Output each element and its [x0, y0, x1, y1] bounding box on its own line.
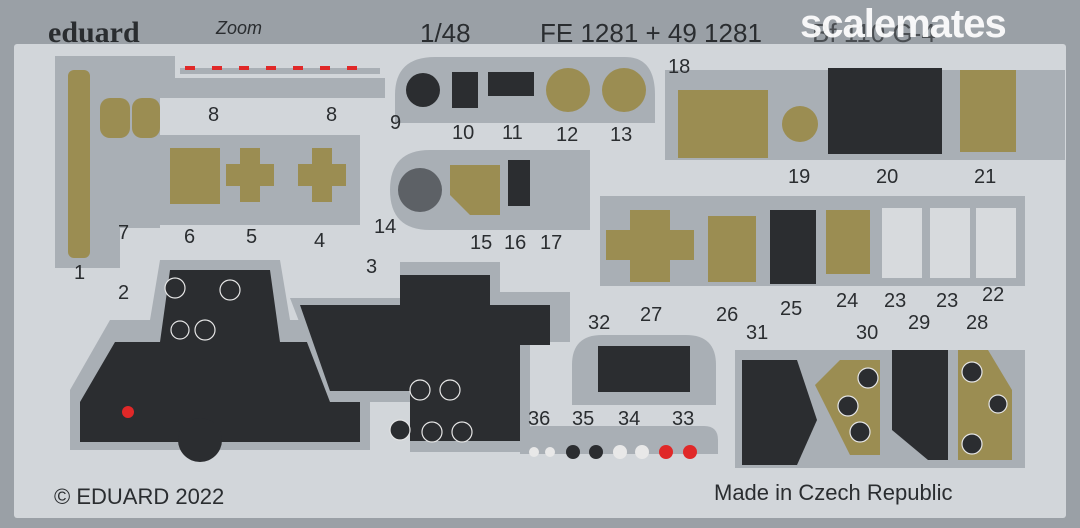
- part-11: [488, 72, 534, 96]
- part-18: [678, 90, 768, 158]
- part-21: [960, 70, 1016, 152]
- part-15: [450, 165, 500, 215]
- scale-label: 1/48: [420, 18, 471, 48]
- part-31: [742, 360, 817, 465]
- label-29: 29: [908, 312, 931, 334]
- part-10: [452, 72, 478, 108]
- watermark: scalemates: [800, 2, 1007, 46]
- label-11: 11: [502, 122, 523, 144]
- label-16: 16: [504, 232, 527, 254]
- part-7-lever: [100, 98, 130, 138]
- origin-text: Made in Czech Republic: [714, 480, 953, 505]
- part-24: [826, 210, 870, 274]
- title-fragment: Bf 110 G-4: [812, 18, 936, 48]
- part-9: [406, 73, 440, 107]
- zoom-logo: Zoom: [216, 18, 263, 38]
- part-4: [298, 148, 346, 202]
- part-22: [976, 208, 1016, 278]
- label-7: 7: [118, 222, 130, 244]
- label-3: 3: [366, 256, 378, 278]
- part-23b: [930, 208, 970, 278]
- part-12: [546, 68, 590, 112]
- label-6: 6: [184, 226, 196, 248]
- label-34: 34: [618, 408, 641, 430]
- label-25: 25: [780, 298, 803, 320]
- label-20: 20: [876, 166, 899, 188]
- label-19: 19: [788, 166, 811, 188]
- label-10: 10: [452, 122, 475, 144]
- label-14: 14: [374, 216, 397, 238]
- label-23a: 23: [884, 290, 907, 312]
- part-8-strip: [180, 66, 380, 74]
- label-1: 1: [74, 262, 86, 284]
- part-6: [170, 148, 220, 204]
- label-5: 5: [246, 226, 258, 248]
- label-21: 21: [974, 166, 997, 188]
- part-7-lever-b: [132, 98, 160, 138]
- part-36: [529, 447, 539, 457]
- part-1-rail: [68, 70, 90, 258]
- part-26: [708, 216, 756, 282]
- label-22: 22: [982, 284, 1005, 306]
- part-33: [659, 445, 673, 459]
- part-2: [80, 270, 360, 442]
- label-26: 26: [716, 304, 739, 326]
- part-3: [300, 275, 550, 441]
- part-5: [226, 148, 274, 202]
- label-30: 30: [856, 322, 879, 344]
- label-36: 36: [528, 408, 551, 430]
- label-2: 2: [118, 282, 130, 304]
- label-31: 31: [746, 322, 769, 344]
- part-29: [892, 350, 948, 460]
- label-9: 9: [390, 112, 402, 134]
- part-34: [613, 445, 627, 459]
- part-23a: [882, 208, 922, 278]
- label-4: 4: [314, 230, 326, 252]
- brand-logo: eduard: [48, 16, 140, 49]
- label-8b: 8: [326, 104, 338, 126]
- part-19: [782, 106, 818, 142]
- label-33: 33: [672, 408, 695, 430]
- label-35: 35: [572, 408, 595, 430]
- copyright-text: © EDUARD 2022: [54, 484, 225, 509]
- label-17: 17: [540, 232, 563, 254]
- label-15: 15: [470, 232, 493, 254]
- label-8a: 8: [208, 104, 220, 126]
- label-27: 27: [640, 304, 663, 326]
- part-32: [598, 346, 690, 392]
- label-32: 32: [588, 312, 611, 334]
- label-18: 18: [668, 56, 691, 78]
- label-24: 24: [836, 290, 859, 312]
- part-27: [606, 210, 694, 282]
- part-20: [828, 68, 942, 154]
- part-13: [602, 68, 646, 112]
- label-23b: 23: [936, 290, 959, 312]
- part-14: [398, 168, 442, 212]
- label-28: 28: [966, 312, 989, 334]
- part-35: [566, 445, 580, 459]
- label-12: 12: [556, 124, 579, 146]
- part-25: [770, 210, 816, 284]
- part-16: [508, 160, 530, 206]
- product-code: FE 1281 + 49 1281: [540, 18, 762, 48]
- label-13: 13: [610, 124, 633, 146]
